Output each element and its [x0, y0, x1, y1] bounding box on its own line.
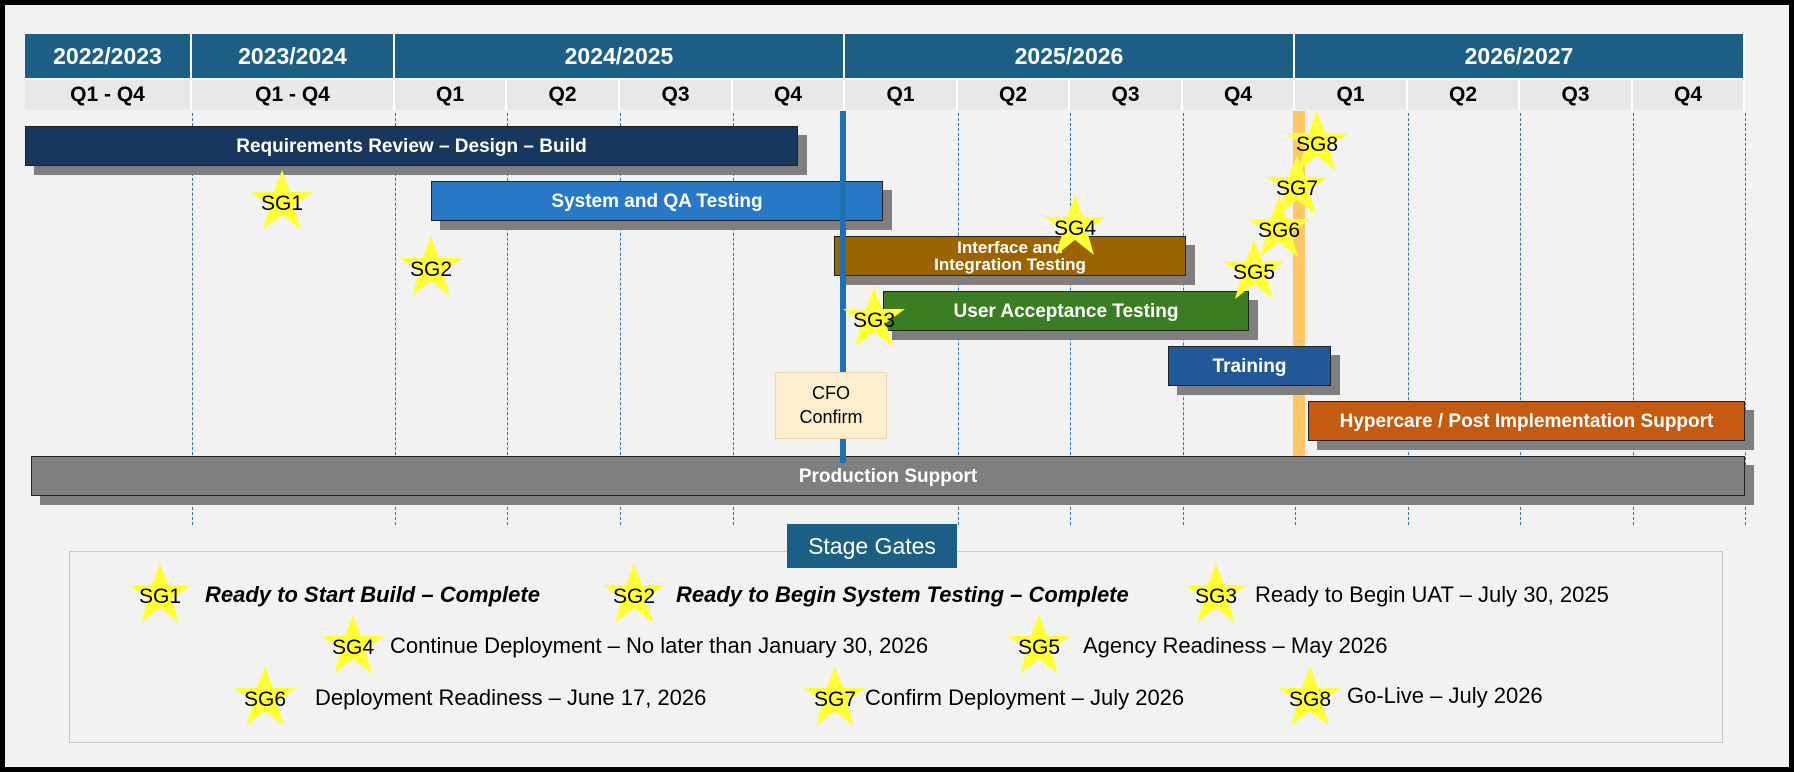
stage-gate-sg4: SG4 [1042, 193, 1108, 259]
legend-sg8-text: Go-Live – July 2026 [1347, 683, 1543, 708]
star-icon [322, 614, 384, 674]
bar-system-qa-testing: System and QA Testing [431, 181, 883, 221]
star-icon [603, 563, 665, 623]
legend-sg6-text: Deployment Readiness – June 17, 2026 [315, 685, 707, 710]
star-icon [400, 236, 462, 296]
star-icon [1286, 111, 1348, 171]
star-icon [1248, 197, 1310, 257]
quarter-header: Q1 [395, 80, 507, 110]
quarter-header: Q3 [1520, 80, 1633, 110]
gridline [507, 113, 508, 525]
legend-sg8-star: SG8 [1277, 664, 1343, 730]
quarter-header: Q2 [958, 80, 1070, 110]
gridline [1520, 113, 1521, 525]
stage-gate-sg8: SG8 [1284, 109, 1350, 175]
star-icon [1223, 239, 1285, 299]
quarter-header: Q1 [845, 80, 958, 110]
quarter-header: Q4 [1183, 80, 1295, 110]
quarter-header: Q4 [1633, 80, 1745, 110]
legend-sg7-star: SG7 [802, 664, 868, 730]
bar-requirements-design-build: Requirements Review – Design – Build [25, 126, 798, 166]
stage-gate-sg7: SG7 [1264, 153, 1330, 219]
stage-gate-sg5: SG5 [1221, 237, 1287, 303]
star-icon [1185, 563, 1247, 623]
quarter-header: Q3 [1070, 80, 1183, 110]
legend-sg4-text: Continue Deployment – No later than Janu… [390, 633, 929, 658]
gridline [1408, 113, 1409, 525]
gridline [192, 113, 193, 525]
legend-sg7-text: Confirm Deployment – July 2026 [865, 685, 1185, 710]
bar-training: Training [1168, 346, 1331, 386]
quarter-header: Q2 [507, 80, 620, 110]
legend-sg2-text: Ready to Begin System Testing – Complete [676, 582, 1129, 607]
quarter-header: Q2 [1408, 80, 1520, 110]
year-header-2022-2023: 2022/2023 [25, 34, 192, 78]
quarter-header: Q3 [620, 80, 733, 110]
legend-sg1-star: SG1 [127, 561, 193, 627]
stage-gate-sg1: SG1 [249, 168, 315, 234]
star-icon [1044, 195, 1106, 255]
quarter-header: Q1 - Q4 [25, 80, 192, 110]
star-icon [234, 666, 296, 726]
star-icon [804, 666, 866, 726]
bar-production-support: Production Support [31, 456, 1745, 496]
gridline [733, 113, 734, 525]
gridline [395, 113, 396, 525]
gridline [1745, 113, 1746, 525]
year-header-2023-2024: 2023/2024 [192, 34, 395, 78]
gridline [1633, 113, 1634, 525]
year-header-2024-2025: 2024/2025 [395, 34, 845, 78]
stage-gate-sg2: SG2 [398, 234, 464, 300]
quarter-header: Q1 - Q4 [192, 80, 395, 110]
year-header-2026-2027: 2026/2027 [1295, 34, 1745, 78]
star-icon [843, 287, 905, 347]
star-icon [1008, 614, 1070, 674]
star-icon [251, 170, 313, 230]
cfo-confirm-note: CFO Confirm [775, 372, 887, 439]
legend-sg5-text: Agency Readiness – May 2026 [1083, 633, 1388, 658]
year-header-2025-2026: 2025/2026 [845, 34, 1295, 78]
star-icon [1266, 155, 1328, 215]
legend-sg1-text: Ready to Start Build – Complete [205, 582, 540, 607]
timeline-slide: 2022/2023 2023/2024 2024/2025 2025/2026 … [5, 5, 1789, 767]
legend-sg2-star: SG2 [601, 561, 667, 627]
legend-sg3-text: Ready to Begin UAT – July 30, 2025 [1255, 582, 1609, 607]
legend-sg5-star: SG5 [1006, 612, 1072, 678]
bar-user-acceptance-testing: User Acceptance Testing [883, 291, 1249, 331]
quarter-header: Q1 [1295, 80, 1408, 110]
legend-title: Stage Gates [787, 524, 957, 568]
star-icon [1279, 666, 1341, 726]
current-date-marker [840, 111, 846, 463]
star-icon [129, 563, 191, 623]
quarter-header: Q4 [733, 80, 845, 110]
bar-hypercare-post-implementation: Hypercare / Post Implementation Support [1308, 401, 1745, 441]
legend-sg4-star: SG4 [320, 612, 386, 678]
stage-gate-sg6: SG6 [1246, 195, 1312, 261]
legend-sg3-star: SG3 [1183, 561, 1249, 627]
stage-gate-sg3: SG3 [841, 285, 907, 351]
legend-sg6-star: SG6 [232, 664, 298, 730]
gridline [620, 113, 621, 525]
bar-interface-integration-testing: Interface and Integration Testing [834, 236, 1186, 276]
